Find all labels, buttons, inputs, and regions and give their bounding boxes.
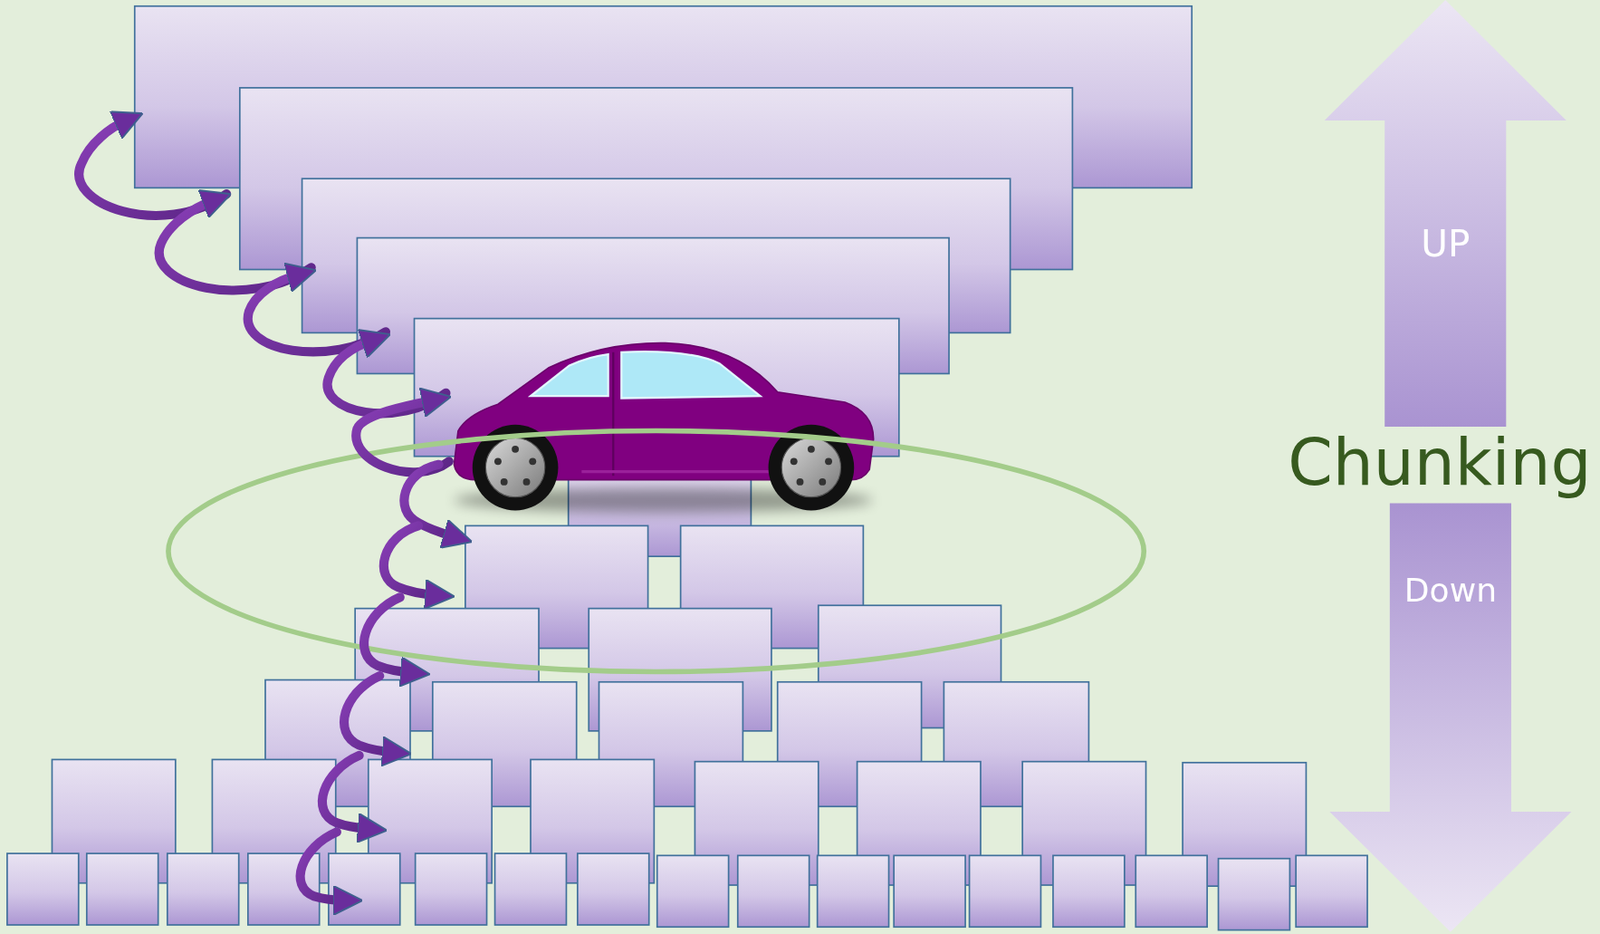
car-door-line	[612, 352, 614, 476]
chunk-box	[167, 852, 240, 925]
car-hub	[485, 437, 545, 497]
arrow-outline	[1329, 503, 1572, 932]
chunk-box	[1053, 854, 1125, 927]
wheel-bolt	[796, 478, 805, 486]
arrow-label: Down	[1329, 572, 1572, 609]
curly-arrow	[344, 675, 394, 753]
wheel-bolt	[500, 478, 508, 486]
chunk-box	[577, 852, 650, 925]
chunk-box	[1295, 854, 1368, 927]
wheel-bolt	[523, 478, 531, 486]
up-arrow: UP	[1324, 0, 1567, 427]
down-arrow: Down	[1329, 503, 1572, 932]
chunk-box	[893, 854, 966, 927]
chunk-box	[657, 854, 729, 927]
arrow-shape	[1324, 0, 1567, 427]
arrow-shape	[1329, 503, 1572, 932]
arrow-label: UP	[1324, 223, 1567, 265]
wheel-bolt	[790, 457, 798, 465]
chunk-box	[495, 852, 567, 925]
chunk-box	[86, 852, 159, 925]
diagram-label: Chunking	[1287, 431, 1591, 496]
car-trim	[581, 469, 776, 473]
chunk-box	[737, 854, 810, 927]
chunk-box	[328, 852, 401, 925]
wheel-bolt	[818, 478, 826, 486]
chunk-box	[969, 854, 1042, 927]
wheel-bolt	[824, 457, 833, 465]
curly-arrow	[300, 831, 345, 901]
arrow-outline	[1324, 0, 1567, 427]
wheel-bolt	[528, 457, 537, 465]
chunk-box	[1135, 854, 1208, 927]
chunk-box	[7, 852, 79, 925]
chunk-box	[1218, 858, 1291, 930]
car-hub	[781, 437, 841, 497]
curly-arrow	[322, 755, 370, 829]
chunk-box	[415, 852, 488, 925]
wheel-bolt	[494, 457, 502, 465]
wheel-bolt	[511, 445, 519, 453]
car	[453, 343, 873, 513]
curly-arrow	[364, 596, 412, 672]
curly-arrow	[383, 525, 437, 595]
car-window	[621, 351, 760, 398]
focus-ellipse	[168, 431, 1144, 672]
wheel-bolt	[807, 445, 815, 453]
car-window	[530, 354, 609, 396]
chunk-box	[817, 854, 890, 927]
